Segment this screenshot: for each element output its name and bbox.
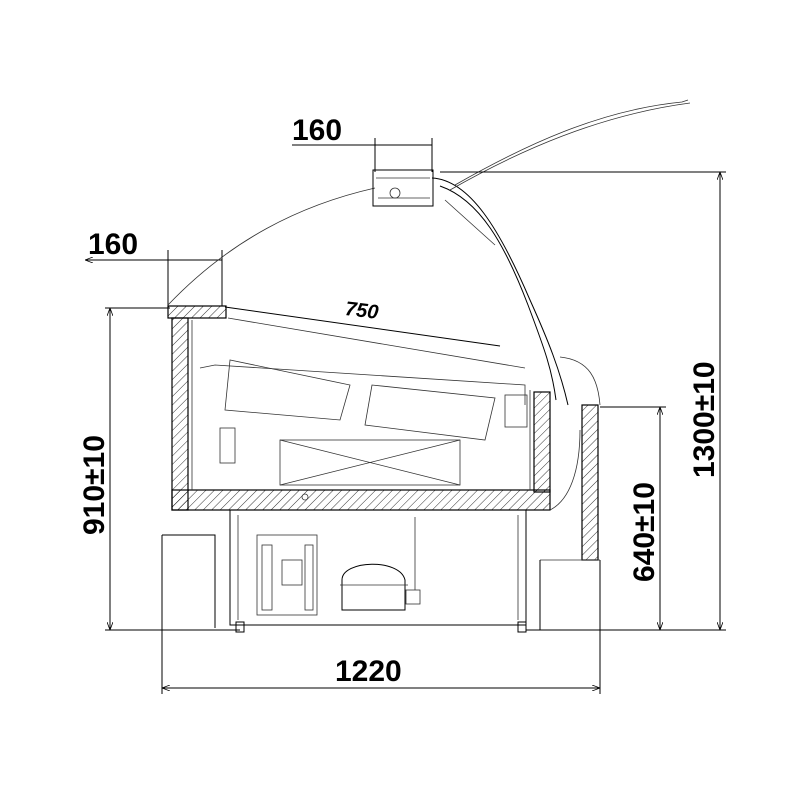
dimension-front-height: 640±10 (600, 406, 666, 630)
glass-canopy (167, 99, 691, 406)
front-panel (540, 404, 600, 561)
dimension-label-front-height: 640±10 (628, 482, 661, 582)
cabinet (167, 305, 551, 511)
dimension-label-total-depth: 1220 (335, 655, 402, 688)
dimension-label-counter-height: 910±10 (78, 435, 111, 535)
dimension-total-depth: 1220 (161, 560, 601, 694)
dimension-label-top-width: 160 (292, 114, 342, 147)
dimension-left-overhang: 160 (85, 228, 223, 306)
dimension-label-shelf-depth: 750 (344, 298, 380, 324)
dimension-total-height: 1300±10 (440, 171, 726, 631)
dimension-label-total-height: 1300±10 (688, 361, 721, 478)
dimension-label-left-overhang: 160 (88, 228, 138, 261)
dimension-top-width: 160 (292, 114, 433, 172)
machine-compartment (161, 509, 541, 633)
dimension-counter-height: 910±10 (78, 307, 240, 631)
